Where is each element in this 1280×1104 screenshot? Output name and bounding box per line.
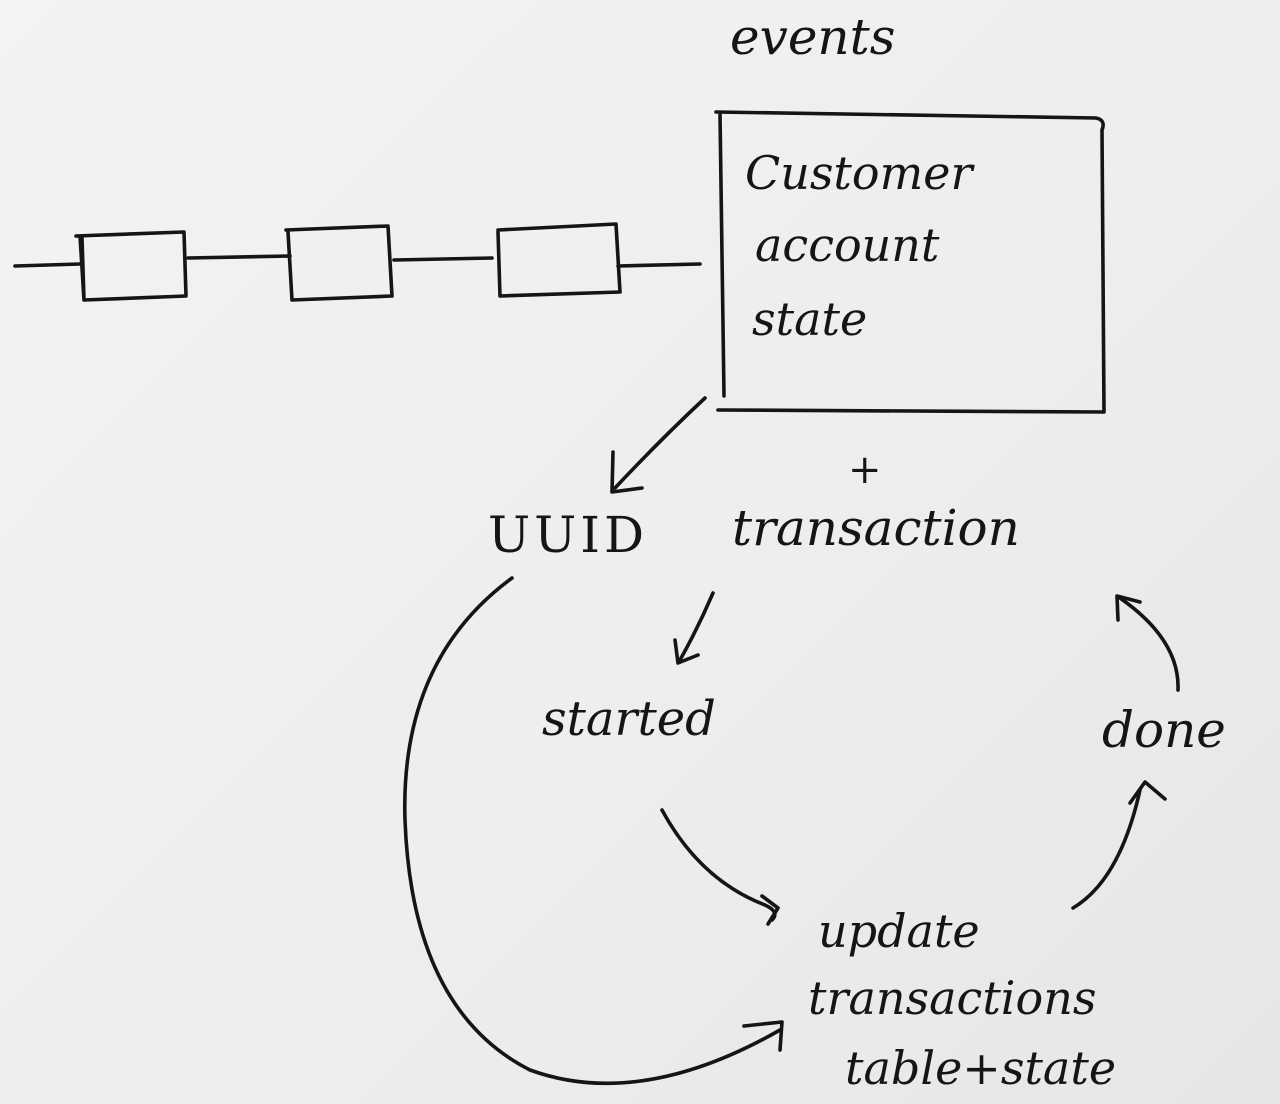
event-chain-line-segment-4 — [616, 262, 702, 268]
customer-account-state-box — [714, 110, 1106, 414]
update-label-line3: table+state — [845, 1041, 1117, 1095]
arrow-transaction-to-started-head — [673, 638, 700, 665]
arc-uuid-to-update-head — [742, 1020, 784, 1052]
update-label-line2: transactions — [808, 971, 1097, 1025]
event-chain-line-segment-1 — [13, 262, 82, 268]
arrow-transaction-to-started — [678, 591, 715, 662]
event-chain-line-segment-3 — [392, 256, 494, 262]
arc-uuid-to-update — [403, 576, 782, 1086]
arrow-done-to-transaction — [1118, 596, 1180, 692]
arrow-update-to-done — [1071, 788, 1142, 910]
arrow-done-to-transaction-head — [1115, 594, 1142, 622]
event-box-3 — [496, 222, 622, 298]
event-chain-line-segment-2 — [186, 254, 292, 260]
box-label-state: state — [752, 292, 868, 346]
transaction-label: transaction — [732, 499, 1020, 557]
arrow-update-to-done-head — [1128, 780, 1167, 805]
events-label: events — [730, 8, 896, 66]
arrow-started-to-update — [660, 808, 777, 922]
done-label: done — [1102, 701, 1226, 759]
arrow-box-to-uuid — [613, 396, 707, 490]
event-box-1 — [74, 230, 188, 302]
update-label-line1: update — [818, 904, 980, 958]
started-label: started — [542, 691, 716, 747]
uuid-label: UUID — [488, 506, 649, 564]
arrow-box-to-uuid-head — [610, 450, 644, 494]
arrow-started-to-update-head — [760, 894, 780, 926]
box-label-customer: Customer — [745, 146, 973, 200]
plus-sign: + — [848, 447, 882, 493]
box-label-account: account — [755, 218, 940, 272]
event-box-2 — [284, 224, 394, 302]
